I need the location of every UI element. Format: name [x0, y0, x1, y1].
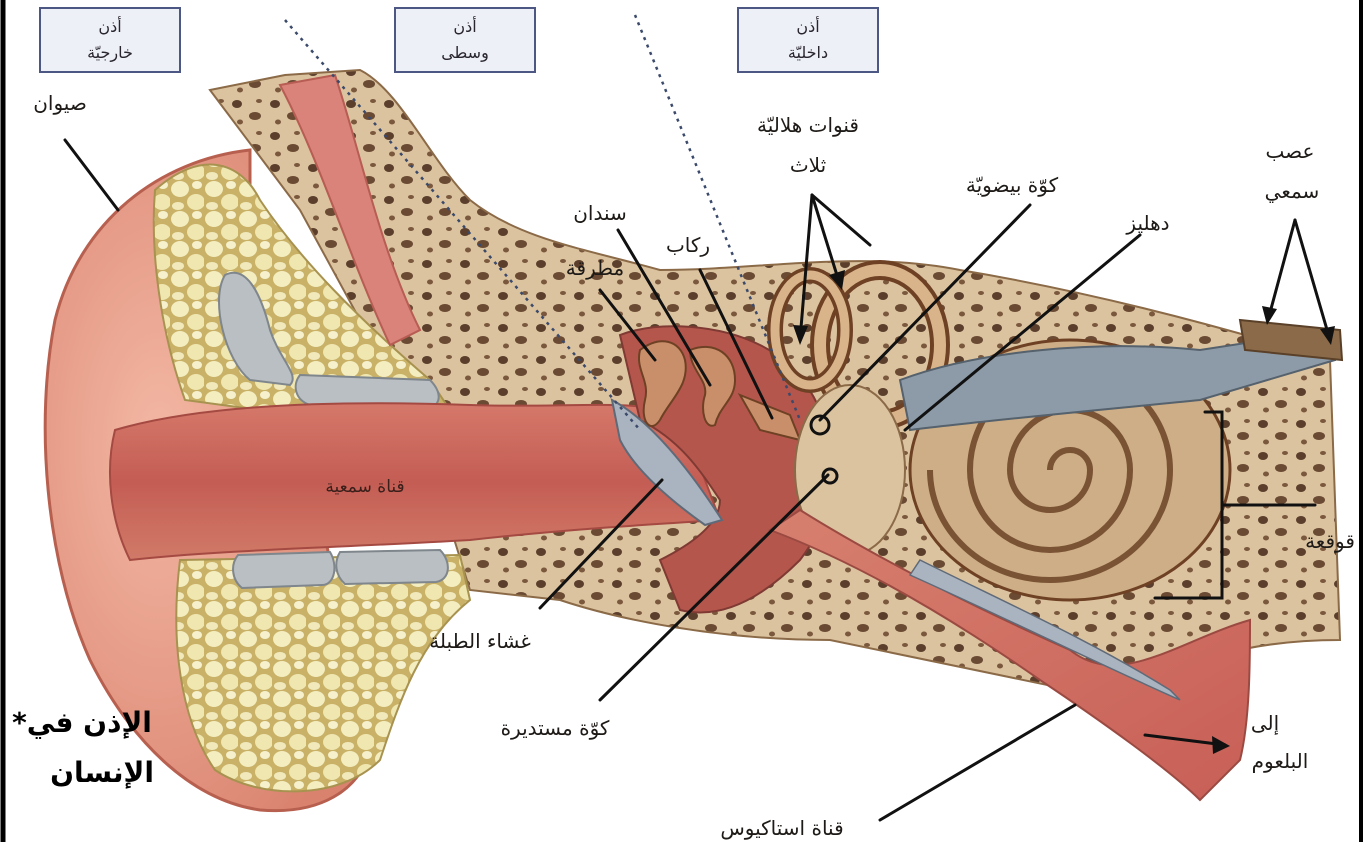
label-cochlea: قوقعة — [1305, 529, 1355, 553]
label-pinna: صيوان — [33, 91, 87, 115]
label-nerve-line2: سمعي — [1265, 179, 1320, 204]
label-nerve-line1: عصب — [1266, 139, 1315, 163]
region-box-outer: أذن خارجيّة — [40, 8, 180, 72]
label-eustachian: قناة استاكيوس — [720, 816, 843, 840]
cartilage-lower-1 — [233, 552, 334, 588]
region-inner-line2: داخليّة — [788, 43, 828, 62]
label-eardrum: غشاء الطبلة — [429, 629, 531, 653]
label-round-window: كوّة مستديرة — [501, 716, 610, 740]
region-box-inner: أذن داخليّة — [738, 8, 878, 72]
region-box-middle: أذن وسطى — [395, 8, 535, 72]
caption-line1: *الإذن في — [12, 706, 152, 739]
region-outer-line2: خارجيّة — [87, 43, 133, 63]
label-pharynx-line2: البلعوم — [1252, 749, 1309, 773]
label-hammer: مطرقة — [566, 256, 624, 280]
region-middle-line1: أذن — [453, 16, 476, 36]
leader-pinna — [65, 140, 118, 210]
caption-line2: الإنسان — [50, 756, 154, 789]
label-vestibule: دهليز — [1125, 211, 1169, 235]
leader-eustachian — [880, 705, 1075, 820]
cartilage-lower-2 — [336, 550, 448, 584]
label-oval-window: كوّة بيضويّة — [966, 173, 1059, 197]
region-outer-line1: أذن — [98, 16, 121, 36]
region-inner-line1: أذن — [796, 16, 819, 36]
label-stirrup: ركاب — [666, 233, 710, 257]
fat-tissue-lower — [176, 555, 470, 791]
label-pharynx-line1: إلى — [1251, 711, 1279, 736]
region-middle-line2: وسطى — [441, 43, 489, 63]
label-semicircular-line1: قنوات هلاليّة — [757, 113, 859, 137]
label-semicircular-line2: ثلاث — [790, 153, 826, 177]
label-ear-canal: قناة سمعية — [325, 477, 404, 497]
label-anvil: سندان — [573, 201, 627, 225]
leader-nerve-2 — [1295, 220, 1330, 340]
leader-nerve-1 — [1268, 220, 1295, 320]
